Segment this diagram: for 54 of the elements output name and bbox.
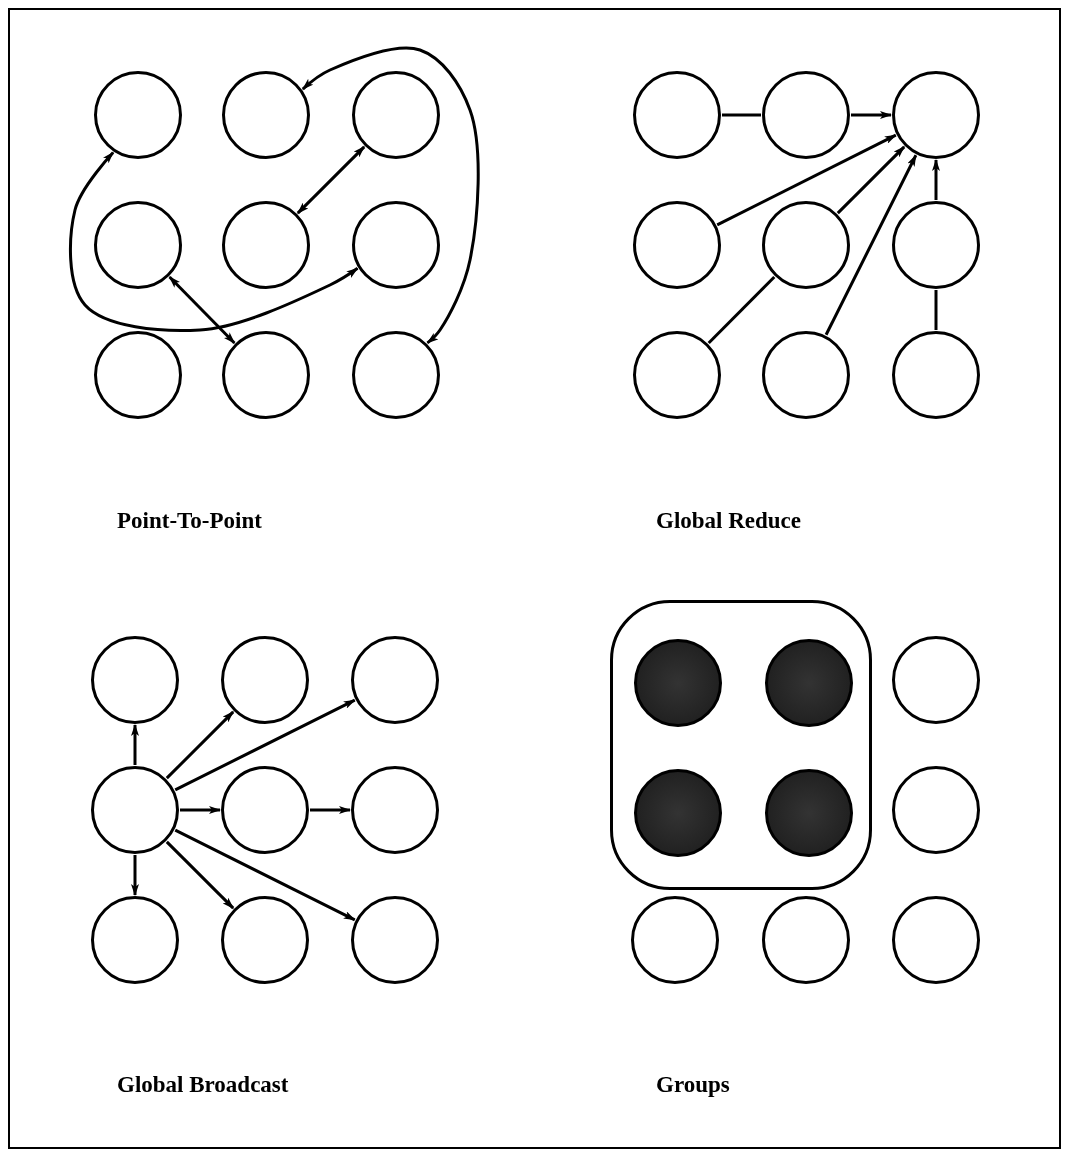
circle-node bbox=[352, 201, 440, 289]
arrow bbox=[131, 724, 139, 765]
circle-node bbox=[94, 331, 182, 419]
arrow bbox=[310, 806, 351, 814]
circle-node bbox=[221, 636, 309, 724]
circle-node bbox=[351, 766, 439, 854]
arrow bbox=[301, 46, 480, 344]
arrow bbox=[168, 276, 236, 344]
group-outline bbox=[610, 600, 872, 890]
circle-node bbox=[892, 71, 980, 159]
arrow bbox=[296, 145, 366, 215]
arrow bbox=[824, 154, 918, 336]
circle-node bbox=[892, 201, 980, 289]
arrow bbox=[174, 828, 356, 922]
circle-node bbox=[221, 896, 309, 984]
panel-title: Point-To-Point bbox=[117, 508, 262, 534]
circle-node bbox=[631, 896, 719, 984]
circle-node bbox=[892, 896, 980, 984]
arrow bbox=[131, 855, 139, 896]
arrow bbox=[174, 698, 356, 792]
circle-node bbox=[762, 331, 850, 419]
arrow bbox=[165, 710, 235, 780]
circle-node bbox=[762, 201, 850, 289]
circle-node bbox=[352, 71, 440, 159]
circle-node bbox=[762, 71, 850, 159]
circle-node bbox=[892, 331, 980, 419]
circle-node bbox=[222, 331, 310, 419]
arrow bbox=[851, 111, 892, 119]
arrow bbox=[180, 806, 221, 814]
arrow bbox=[932, 159, 940, 200]
arrow bbox=[716, 133, 897, 227]
circle-node bbox=[633, 331, 721, 419]
circle-node bbox=[352, 331, 440, 419]
circle-node bbox=[351, 636, 439, 724]
circle-node bbox=[633, 201, 721, 289]
circle-node bbox=[633, 71, 721, 159]
arrow bbox=[165, 840, 235, 910]
circle-node bbox=[351, 896, 439, 984]
circle-node bbox=[91, 896, 179, 984]
circle-node bbox=[892, 766, 980, 854]
panel-title: Global Reduce bbox=[656, 508, 802, 534]
circle-node bbox=[222, 71, 310, 159]
arrow bbox=[69, 151, 359, 332]
circle-node bbox=[94, 201, 182, 289]
panel-title: Global Broadcast bbox=[117, 1072, 289, 1098]
circle-node bbox=[91, 766, 179, 854]
circle-node bbox=[762, 896, 850, 984]
circle-node bbox=[221, 766, 309, 854]
circle-node bbox=[222, 201, 310, 289]
circle-node bbox=[892, 636, 980, 724]
circle-node bbox=[91, 636, 179, 724]
arrow bbox=[836, 145, 906, 215]
panel-title: Groups bbox=[656, 1072, 730, 1098]
circle-node bbox=[94, 71, 182, 159]
